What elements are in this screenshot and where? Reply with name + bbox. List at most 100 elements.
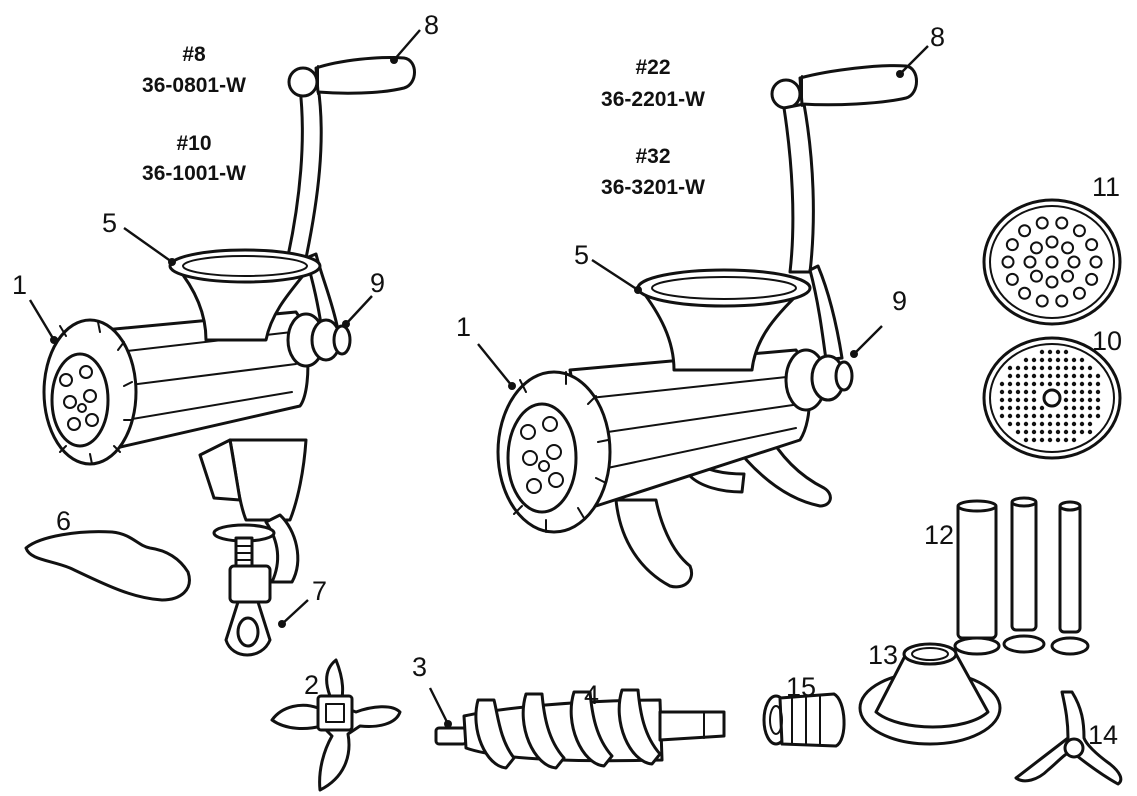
plate-hole	[1095, 381, 1101, 387]
left-model-2-code: 36-1001-W	[142, 162, 246, 185]
left-clamp-frame	[228, 438, 308, 522]
plate-hole	[1071, 437, 1077, 443]
plate-hole	[1055, 437, 1061, 443]
left-model-1-code: 36-0801-W	[142, 74, 246, 97]
plate-hole	[1015, 381, 1021, 387]
plate-hole	[1071, 389, 1077, 395]
plate-hole	[1039, 381, 1045, 387]
plate-hole	[1095, 397, 1101, 403]
plate-hole	[1031, 405, 1037, 411]
plate-hole	[1087, 373, 1093, 379]
plate-hole	[1087, 429, 1093, 435]
plate-hole	[1023, 365, 1029, 371]
plate-hole	[1018, 286, 1032, 300]
callout-right-1: 1	[456, 312, 471, 342]
plate-hole	[1055, 413, 1061, 419]
callout-10: 10	[1092, 326, 1122, 356]
cutting-knife	[270, 658, 402, 792]
plate-hole	[1031, 365, 1037, 371]
left-model-1-number: #8	[182, 43, 206, 66]
plate-hole	[1031, 413, 1037, 419]
right-grinder	[496, 64, 918, 589]
plate-hole	[1047, 349, 1053, 355]
plate-hole	[1018, 224, 1032, 238]
plate-hole	[1031, 373, 1037, 379]
callout-left-6: 6	[56, 506, 71, 536]
plate-hole	[1063, 381, 1069, 387]
plate-hole	[1015, 413, 1021, 419]
callout-left-1: 1	[12, 270, 27, 300]
right-model-1-number: #22	[635, 56, 670, 79]
plate-hole	[1007, 373, 1013, 379]
plate-hole	[1079, 397, 1085, 403]
right-front-leg	[614, 498, 693, 589]
plate-hole	[1055, 349, 1061, 355]
plate-hole	[1023, 357, 1029, 363]
plate-hole	[1087, 397, 1093, 403]
plate-hole	[1055, 294, 1069, 308]
plate-hole	[1023, 413, 1029, 419]
plate-hole	[1047, 365, 1053, 371]
leader-lines	[28, 29, 929, 728]
plate-hole	[1087, 365, 1093, 371]
plate-hole	[1063, 405, 1069, 411]
plate-hole	[1023, 437, 1029, 443]
plate-hole	[1005, 238, 1019, 252]
plate-hole	[1023, 381, 1029, 387]
callout-left-8: 8	[424, 10, 439, 40]
right-crank-hub	[770, 78, 802, 110]
plate-hole	[1055, 429, 1061, 435]
plate-hole	[1087, 405, 1093, 411]
left-model-labels: #8 36-0801-W #10 36-1001-W	[142, 43, 246, 185]
plate-hole	[1071, 381, 1077, 387]
right-crank-nut	[834, 360, 854, 392]
sausage-tubes	[953, 496, 1090, 656]
plate-hole	[1023, 421, 1029, 427]
plate-hole	[1029, 241, 1043, 255]
plate-hole	[1047, 437, 1053, 443]
plate-hole	[1007, 381, 1013, 387]
plate-hole	[1063, 437, 1069, 443]
plate-hole	[1023, 255, 1037, 269]
sausage-tube-small	[1058, 502, 1082, 634]
plate-hole	[1031, 397, 1037, 403]
left-grinder	[42, 56, 416, 657]
plate-hole	[1007, 365, 1013, 371]
left-crank-arm	[286, 84, 323, 260]
fine-plate	[982, 336, 1122, 460]
plate-hole	[1039, 429, 1045, 435]
plate-hole	[1072, 286, 1086, 300]
plate-hole	[1015, 421, 1021, 427]
plate-hole	[1039, 437, 1045, 443]
plate-hole	[1079, 421, 1085, 427]
plate-hole	[1071, 373, 1077, 379]
star-adapter	[762, 692, 846, 748]
feed-screw	[434, 688, 726, 770]
plate-hole	[1071, 357, 1077, 363]
plate-hole	[999, 397, 1005, 403]
right-model-2-code: 36-3201-W	[601, 176, 705, 199]
left-model-2-number: #10	[176, 132, 211, 155]
plate-hole	[1085, 238, 1099, 252]
plate-hole	[1095, 413, 1101, 419]
plate-hole	[1007, 405, 1013, 411]
plate-hole	[1087, 421, 1093, 427]
right-hopper-rim	[636, 268, 812, 308]
plate-hole	[1095, 405, 1101, 411]
right-plate-face	[506, 402, 578, 514]
callout-left-5: 5	[102, 208, 117, 238]
plate-hole	[1039, 373, 1045, 379]
callout-11: 11	[1092, 172, 1120, 202]
callout-12: 12	[924, 520, 954, 550]
callout-left-9: 9	[370, 268, 385, 298]
plate-hole	[1087, 389, 1093, 395]
plate-hole	[1015, 373, 1021, 379]
callout-2: 2	[304, 670, 319, 700]
plate-hole	[1079, 389, 1085, 395]
plate-hole	[1047, 413, 1053, 419]
plate-hole	[999, 389, 1005, 395]
right-model-1-code: 36-2201-W	[601, 88, 705, 111]
plate-hole	[1063, 389, 1069, 395]
plate-hole	[1071, 413, 1077, 419]
